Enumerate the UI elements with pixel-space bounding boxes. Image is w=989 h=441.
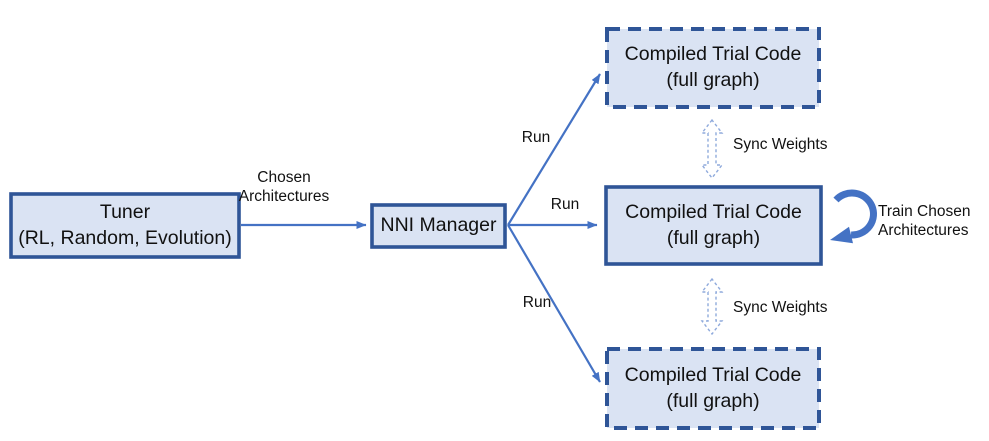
trial-bottom-label: Compiled Trial Code (full graph) — [624, 363, 802, 412]
sync-weights-top-label: Sync Weights — [733, 136, 828, 153]
train-chosen-label: Train Chosen Architectures — [878, 203, 971, 239]
train-loop-arrow-icon — [830, 189, 877, 244]
trial-middle-label: Compiled Trial Code (full graph) — [625, 200, 802, 249]
trial-top-box — [605, 27, 821, 109]
sync-weights-top-arrow-icon — [700, 118, 724, 180]
tuner-label: Tuner (RL, Random, Evolution) — [18, 200, 232, 249]
sync-weights-bottom-label: Sync Weights — [733, 299, 828, 316]
chosen-architectures-label: Chosen Architectures — [238, 169, 330, 205]
nni-manager-label: NNI Manager — [380, 214, 497, 237]
trial-middle-box — [604, 185, 823, 266]
run-bottom-arrow — [507, 224, 601, 383]
run-bottom-label: Run — [522, 294, 552, 311]
run-top-arrow — [507, 73, 601, 226]
tuner-box — [9, 192, 241, 259]
trial-top-label: Compiled Trial Code (full graph) — [624, 43, 802, 91]
run-middle-label: Run — [550, 196, 580, 213]
sync-weights-bottom-arrow-icon — [700, 277, 724, 336]
run-top-label: Run — [521, 129, 551, 146]
trial-bottom-box — [605, 347, 821, 430]
nni-manager-box — [370, 203, 507, 249]
